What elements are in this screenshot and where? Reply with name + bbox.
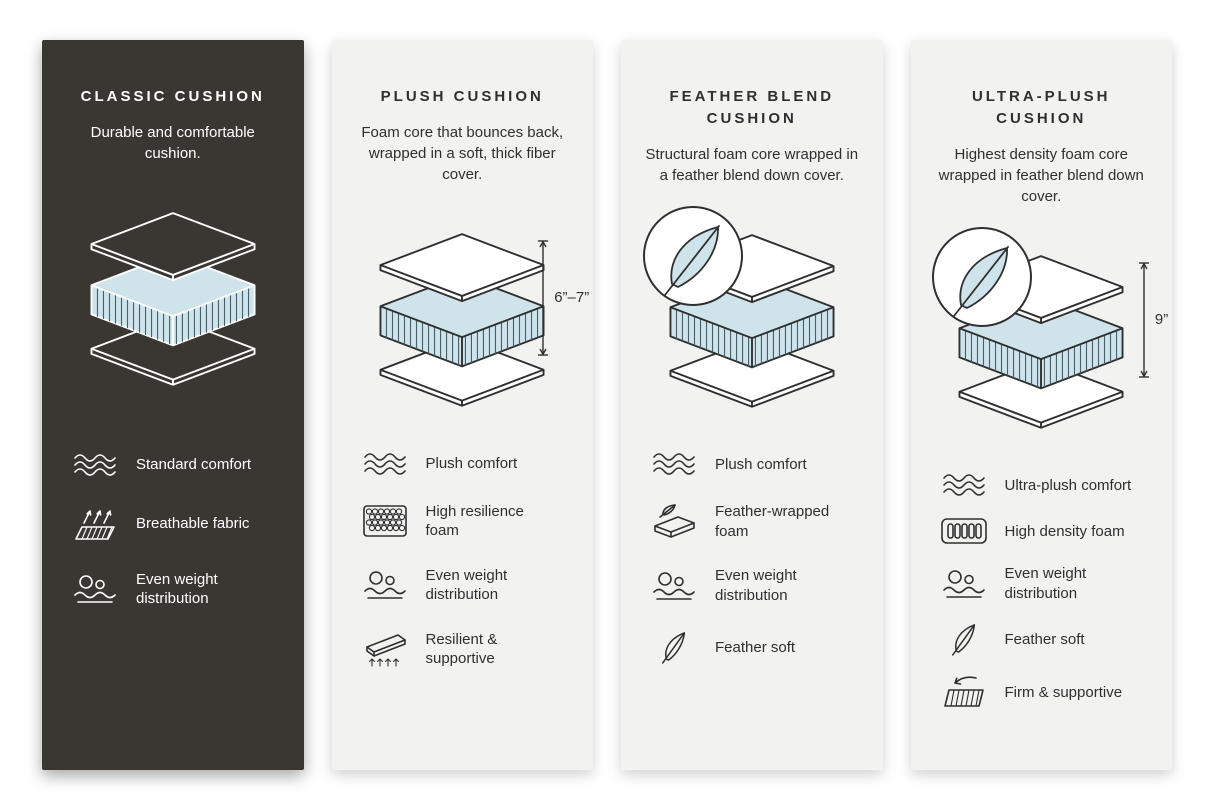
comfort-wave-icon	[72, 452, 118, 478]
dimension-marker: 6”–7”	[537, 239, 589, 357]
feature-row: Feather-wrapped foam	[651, 502, 859, 541]
dimension-line	[1138, 261, 1149, 378]
feature-label: Even weight distribution	[1004, 565, 1087, 602]
breathable-fabric-icon	[72, 507, 118, 541]
card-feather-blend-cushion: FEATHER BLEND CUSHION Structural foam co…	[621, 40, 883, 770]
even-weight-icon	[651, 570, 697, 602]
feature-label: Breathable fabric	[136, 514, 250, 532]
dimension-label: 6”–7”	[554, 289, 590, 307]
feature-row: Breathable fabric	[72, 507, 280, 541]
feather-badge	[932, 226, 1033, 327]
feature-row: Even weight distribution	[651, 566, 859, 605]
card-title: PLUSH CUSHION	[380, 88, 544, 105]
card-plush-cushion: PLUSH CUSHION Foam core that bounces bac…	[331, 40, 593, 770]
cushion-layers-illustration	[379, 232, 545, 407]
feather-wrapped-foam-icon	[651, 504, 697, 540]
feature-list: Standard comfort Breathable fabric Even …	[66, 452, 280, 609]
feature-label: Resilient & supportive	[425, 630, 498, 668]
feature-label: Feather soft	[715, 638, 796, 656]
even-weight-icon	[72, 573, 118, 605]
card-title: CLASSIC CUSHION	[80, 88, 265, 105]
card-description: Highest density foam core wrapped in fea…	[938, 145, 1144, 205]
even-weight-icon	[362, 569, 408, 601]
card-description: Foam core that bounces back, wrapped in …	[361, 123, 564, 183]
feature-row: Plush comfort	[362, 451, 570, 477]
firm-supportive-icon	[941, 675, 987, 709]
cushion-layers-illustration	[90, 211, 256, 386]
comfort-wave-icon	[941, 472, 987, 498]
dimension-line	[538, 240, 549, 356]
feature-label: Even weight distribution	[715, 567, 797, 604]
feature-label: High resilience foam	[425, 502, 524, 540]
feature-label: Feather soft	[1004, 630, 1085, 648]
feature-row: Even weight distribution	[362, 566, 570, 605]
feather-soft-icon	[651, 630, 697, 665]
feature-row: Plush comfort	[651, 451, 859, 477]
dimension-label: 9”	[1154, 311, 1169, 328]
feature-list: Ultra-plush comfort High density foam Ev…	[935, 472, 1149, 709]
feature-row: High resilience foam	[362, 502, 570, 541]
feature-row: Even weight distribution	[941, 564, 1149, 603]
feature-label: Feather-wrapped foam	[715, 503, 830, 540]
feature-label: Even weight distribution	[425, 566, 508, 604]
cushion-illustration	[642, 205, 855, 412]
feature-row: High density foam	[940, 517, 1149, 545]
dimension-marker: 9”	[1138, 261, 1168, 379]
feature-row: Standard comfort	[72, 452, 280, 478]
card-ultra-plush-cushion: ULTRA-PLUSH CUSHION Highest density foam…	[910, 40, 1172, 770]
card-title: FEATHER BLEND CUSHION	[669, 88, 835, 127]
feature-list: Plush comfort High resilience foam Even …	[356, 451, 570, 669]
feature-label: Even weight distribution	[136, 570, 218, 608]
feature-label: Standard comfort	[136, 455, 252, 473]
cushion-illustration: 6”–7”	[359, 229, 589, 411]
feature-label: Plush comfort	[715, 455, 807, 473]
feature-list: Plush comfort Feather-wrapped foam Even …	[645, 451, 859, 665]
feature-label: Ultra-plush comfort	[1004, 476, 1132, 494]
feather-soft-icon	[941, 622, 987, 657]
card-description: Structural foam core wrapped in a feathe…	[645, 145, 859, 184]
card-classic-cushion: CLASSIC CUSHION Durable and comfortable …	[42, 40, 304, 770]
comfort-wave-icon	[651, 451, 697, 477]
cushion-illustration	[70, 208, 276, 390]
feature-label: Firm & supportive	[1004, 683, 1123, 701]
feature-row: Firm & supportive	[941, 675, 1149, 709]
feature-row: Even weight distribution	[72, 570, 280, 609]
feature-row: Feather soft	[941, 622, 1149, 657]
feather-badge	[642, 205, 743, 306]
cushion-illustration: 9”	[932, 226, 1168, 433]
feature-row: Resilient & supportive	[362, 630, 570, 669]
feature-row: Feather soft	[651, 630, 859, 665]
card-description: Durable and comfortable cushion.	[90, 123, 255, 162]
feature-label: High density foam	[1004, 522, 1125, 540]
feature-row: Ultra-plush comfort	[941, 472, 1149, 498]
card-title: ULTRA-PLUSH CUSHION	[971, 88, 1111, 127]
even-weight-icon	[941, 568, 987, 600]
feature-label: Plush comfort	[425, 454, 518, 472]
high-density-foam-icon	[940, 517, 987, 545]
comfort-wave-icon	[362, 451, 408, 477]
resilient-supportive-icon	[362, 630, 408, 668]
resilience-foam-icon	[362, 505, 408, 538]
